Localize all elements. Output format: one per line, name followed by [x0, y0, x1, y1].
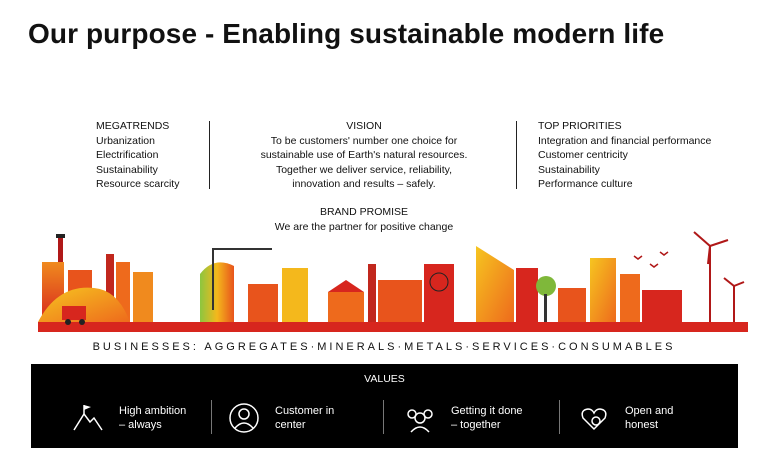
brand-promise-section: BRAND PROMISE We are the partner for pos… [230, 205, 498, 234]
divider-right [516, 121, 517, 189]
city-ground [38, 322, 748, 332]
brand-promise-heading: BRAND PROMISE [319, 206, 409, 218]
value-line2: center [275, 419, 306, 431]
values-divider [383, 400, 384, 434]
values-divider [211, 400, 212, 434]
value-line1: Getting it done [451, 405, 523, 417]
value-item-customer-center: Customer in center [227, 398, 365, 438]
vision-line: innovation and results – safely. [292, 178, 436, 190]
mountain-flag-icon [71, 401, 105, 435]
value-line2: – together [451, 419, 501, 431]
value-text: Open and honest [625, 404, 715, 432]
right-district [476, 246, 682, 322]
gravel-pile [38, 287, 130, 325]
city-center [248, 264, 454, 322]
birds [633, 251, 669, 268]
vision-line: sustainable use of Earth's natural resou… [260, 149, 468, 161]
vision-section: VISION To be customers' number one choic… [230, 119, 498, 192]
priority-item: Performance culture [538, 178, 633, 190]
businesses-line: BUSINESSES: AGGREGATES·MINERALS·METALS·S… [92, 341, 676, 353]
priority-item: Integration and financial performance [538, 134, 712, 147]
values-divider [559, 400, 560, 434]
vision-line: To be customers' number one choice for [270, 134, 458, 147]
person-target-icon [227, 401, 261, 435]
priority-item: Sustainability [538, 163, 600, 176]
priorities-section: TOP PRIORITIES Integration and financial… [538, 119, 711, 192]
wind-turbines [693, 231, 745, 322]
value-item-together: Getting it done – together [403, 398, 541, 438]
value-text: Getting it done – together [451, 404, 541, 432]
megatrend-item: Sustainability [96, 163, 158, 176]
values-heading: VALUES [364, 373, 405, 385]
megatrends-heading: MEGATRENDS [96, 120, 170, 132]
value-line1: High ambition [119, 405, 187, 417]
value-text: Customer in center [275, 404, 365, 432]
page-title: Our purpose - Enabling sustainable moder… [28, 18, 665, 49]
priorities-heading: TOP PRIORITIES [538, 120, 622, 132]
value-text: High ambition – always [119, 404, 209, 432]
green-building [200, 248, 272, 322]
team-icon [403, 401, 437, 435]
vision-line: Together we deliver service, reliability… [275, 163, 453, 176]
megatrend-item: Resource scarcity [96, 178, 180, 190]
megatrend-item: Electrification [96, 149, 159, 161]
value-line1: Open and [625, 405, 674, 417]
value-line2: honest [625, 419, 659, 431]
value-item-high-ambition: High ambition – always [71, 398, 209, 438]
heart-hand-icon [577, 401, 611, 435]
vision-heading: VISION [346, 120, 382, 132]
brand-promise-text: We are the partner for positive change [274, 220, 454, 233]
value-line1: Customer in [275, 405, 335, 417]
divider-left [209, 121, 210, 189]
cityscape-illustration [38, 231, 748, 332]
value-line2: – always [119, 419, 162, 431]
megatrend-item: Urbanization [96, 134, 155, 147]
value-item-open-honest: Open and honest [577, 398, 715, 438]
values-panel: VALUES High ambition – always Customer i… [31, 364, 738, 448]
megatrends-section: MEGATRENDS Urbanization Electrification … [96, 119, 179, 192]
priority-item: Customer centricity [538, 149, 628, 161]
